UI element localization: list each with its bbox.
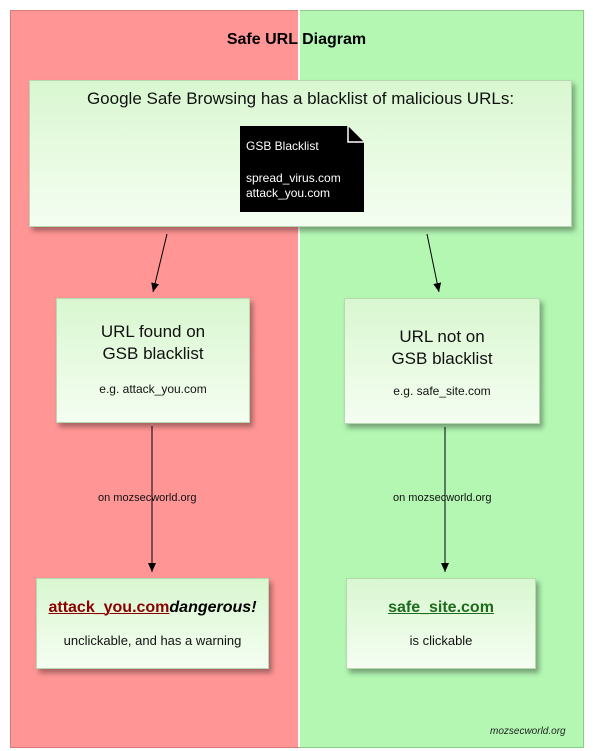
url-found-title-line1: URL found on xyxy=(100,322,206,341)
url-not-found-title-line2: GSB blacklist xyxy=(391,349,493,368)
url-not-found-box: URL not on GSB blacklist e.g. safe_site.… xyxy=(344,298,540,424)
dangerous-result-heading: attack_you.comdangerous! xyxy=(37,599,268,617)
arrow-to-found xyxy=(151,233,168,293)
blacklist-title: GSB Blacklist xyxy=(246,139,319,153)
safe-browsing-box: Google Safe Browsing has a blacklist of … xyxy=(29,80,572,227)
edge-label-right: on mozsecworld.org xyxy=(393,492,492,504)
safe-browsing-intro: Google Safe Browsing has a blacklist of … xyxy=(86,89,515,108)
diagram-title: Safe URL Diagram xyxy=(226,31,367,48)
blacklist-document: GSB Blacklist spread_virus.com attack_yo… xyxy=(240,126,364,212)
url-found-example: e.g. attack_you.com xyxy=(99,382,207,396)
blacklist-entry: spread_virus.com xyxy=(246,171,341,185)
edge-label-left: on mozsecworld.org xyxy=(98,492,197,504)
url-found-box: URL found on GSB blacklist e.g. attack_y… xyxy=(56,298,250,423)
blacklist-entry: attack_you.com xyxy=(246,186,331,200)
safe-result-box: safe_site.com is clickable xyxy=(346,578,536,669)
safe-link[interactable]: safe_site.com xyxy=(388,599,494,616)
url-not-found-title-line1: URL not on xyxy=(399,327,485,346)
panel-divider xyxy=(298,10,300,747)
safe-result-heading: safe_site.com xyxy=(347,599,535,617)
dangerous-label: dangerous! xyxy=(169,599,257,616)
dangerous-result-box: attack_you.comdangerous! unclickable, an… xyxy=(36,578,269,669)
document-icon xyxy=(240,126,364,212)
url-found-title-line2: GSB blacklist xyxy=(102,344,204,363)
dangerous-result-note: unclickable, and has a warning xyxy=(63,633,242,648)
safe-result-note: is clickable xyxy=(409,633,473,648)
footer-credit: mozsecworld.org xyxy=(490,726,566,737)
arrow-to-not-found xyxy=(426,233,442,293)
url-not-found-example: e.g. safe_site.com xyxy=(393,384,491,398)
dangerous-link[interactable]: attack_you.com xyxy=(48,599,170,616)
